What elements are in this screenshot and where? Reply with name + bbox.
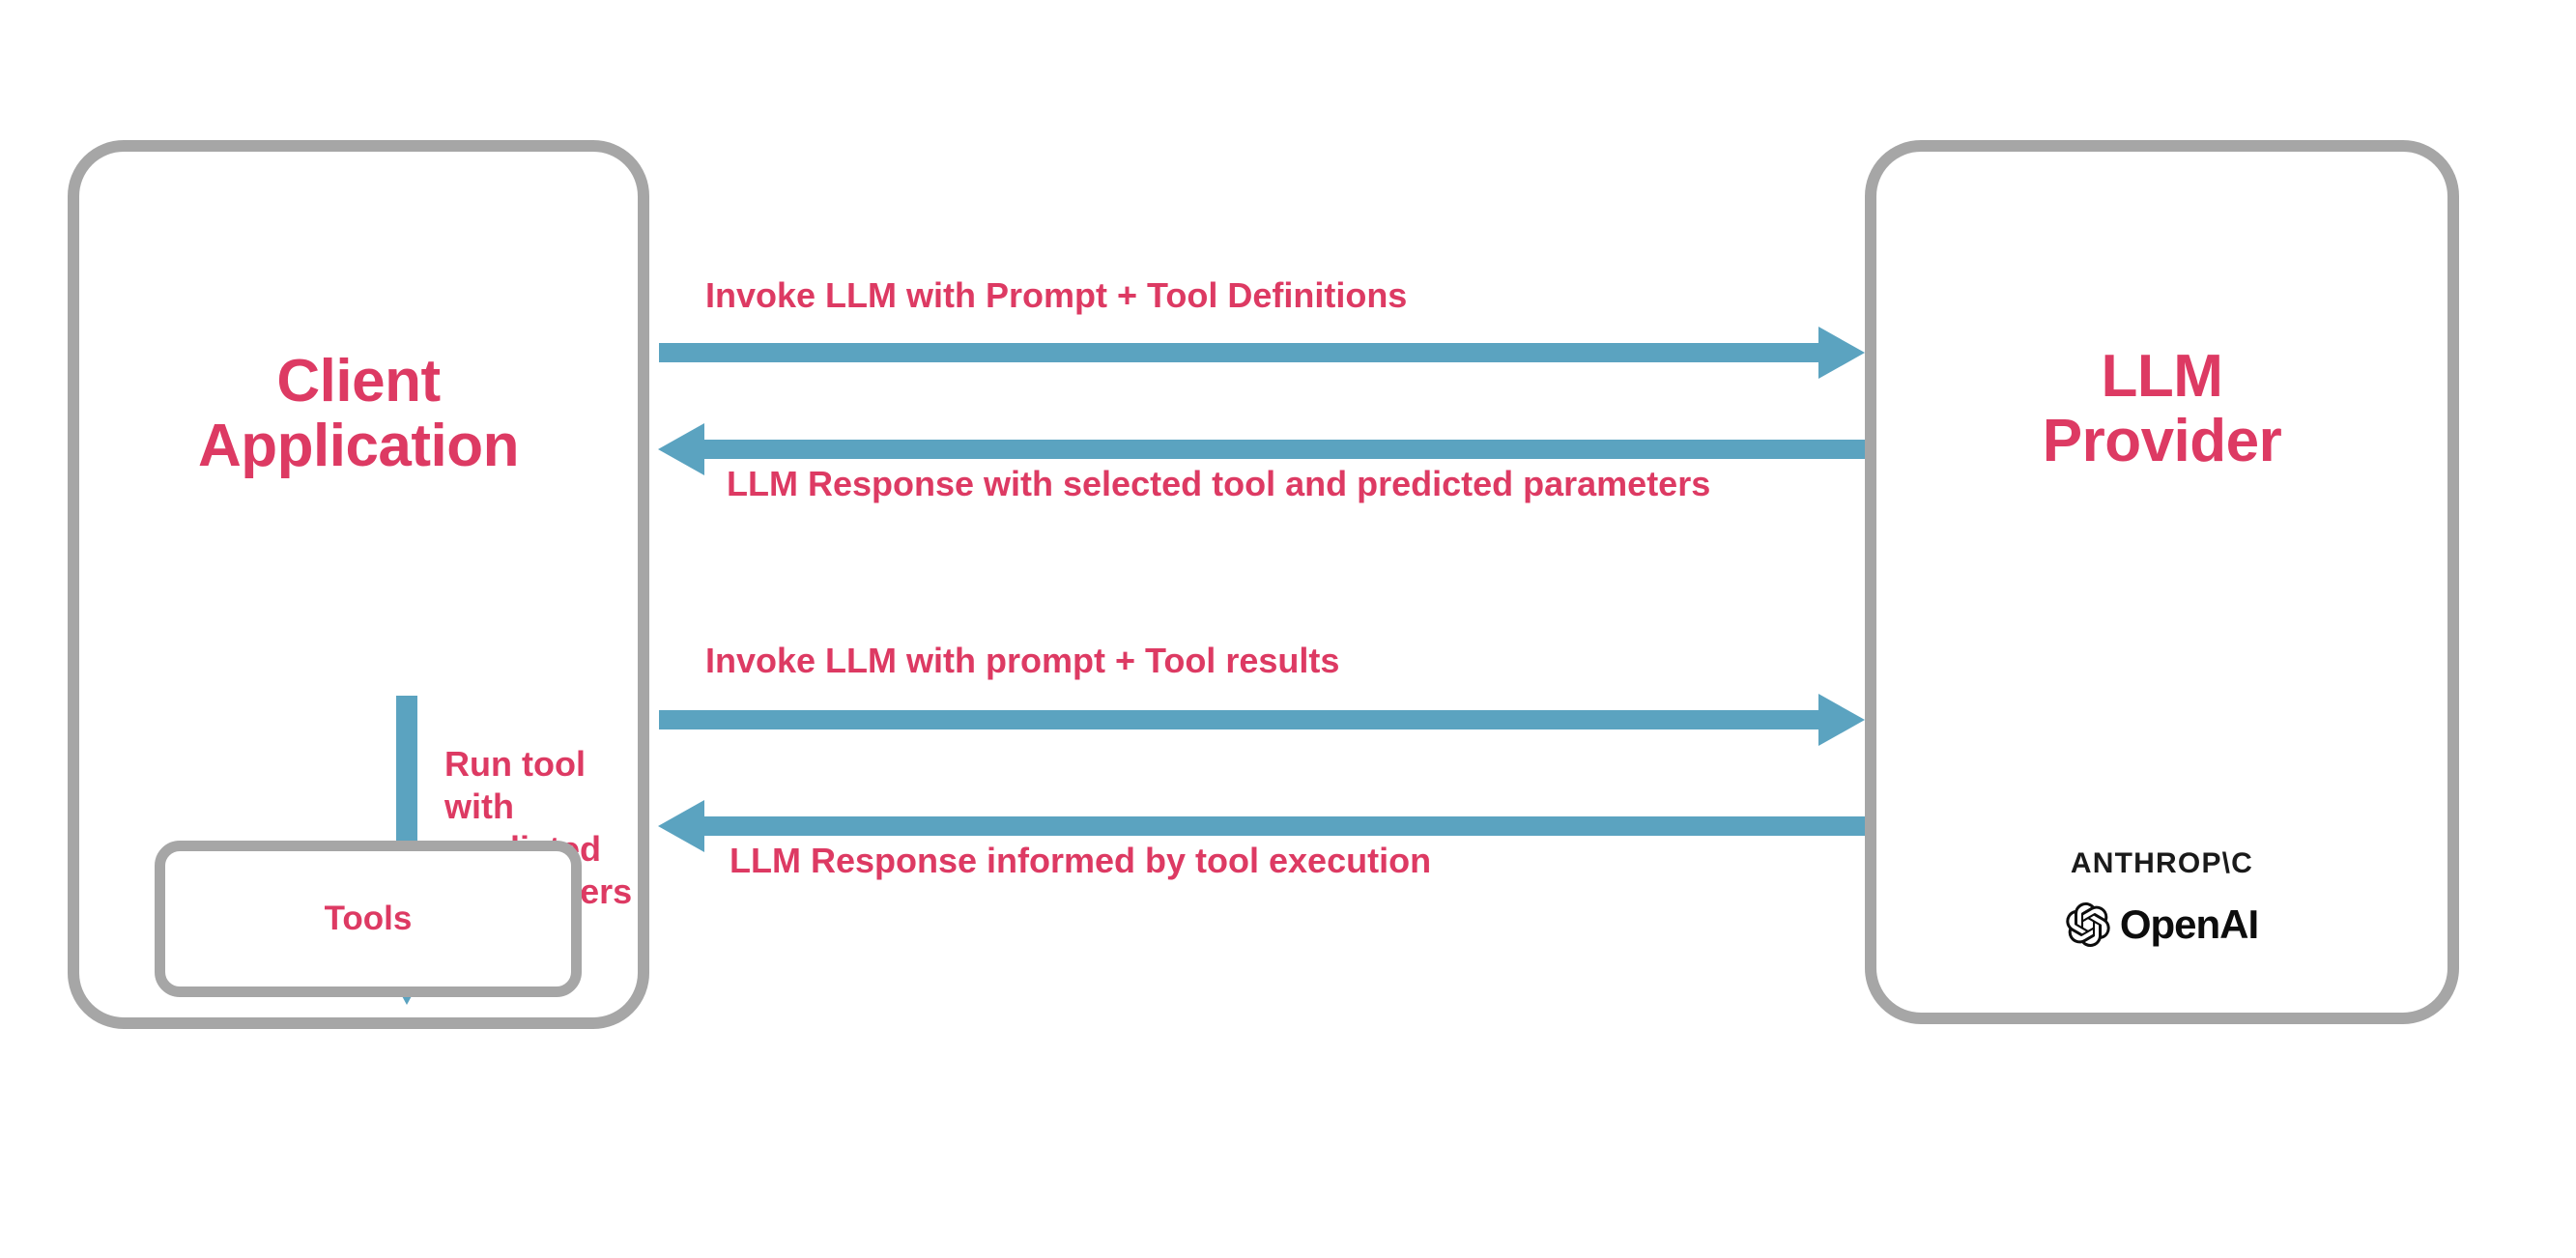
openai-knot-icon (2066, 902, 2110, 947)
message-arrow-3-shaft (659, 710, 1818, 729)
provider-logo-stack: ANTHROP\C OpenAI (1876, 847, 2447, 948)
message-label-2: LLM Response with selected tool and pred… (727, 464, 1711, 503)
tools-box[interactable]: Tools (155, 841, 582, 997)
client-application-title: Client Application (197, 348, 520, 479)
message-arrow-2 (658, 423, 1865, 475)
openai-wordmark: OpenAI (2119, 901, 2259, 947)
message-arrow-2-shaft (704, 440, 1865, 459)
message-arrow-4-shaft (704, 816, 1865, 836)
message-arrow-1 (659, 327, 1865, 379)
message-label-3: Invoke LLM with prompt + Tool results (705, 641, 1340, 680)
message-arrow-3-head-icon (1818, 694, 1865, 746)
message-arrow-4-head-icon (658, 800, 704, 852)
message-arrow-1-shaft (659, 343, 1818, 362)
llm-provider-title: LLM Provider (2042, 343, 2282, 474)
llm-provider-box[interactable]: LLM Provider ANTHROP\C OpenAI (1865, 140, 2459, 1024)
message-label-4: LLM Response informed by tool execution (730, 841, 1432, 880)
message-arrow-1-head-icon (1818, 327, 1865, 379)
client-application-box[interactable]: Client Application Run tool with predict… (68, 140, 649, 1029)
tools-label: Tools (324, 900, 413, 937)
message-label-1: Invoke LLM with Prompt + Tool Definition… (705, 275, 1408, 315)
message-arrow-2-head-icon (658, 423, 704, 475)
message-arrow-3 (659, 694, 1865, 746)
openai-logo: OpenAI (2066, 901, 2259, 948)
anthropic-logo: ANTHROP\C (2070, 847, 2254, 879)
message-arrow-4 (658, 800, 1865, 852)
